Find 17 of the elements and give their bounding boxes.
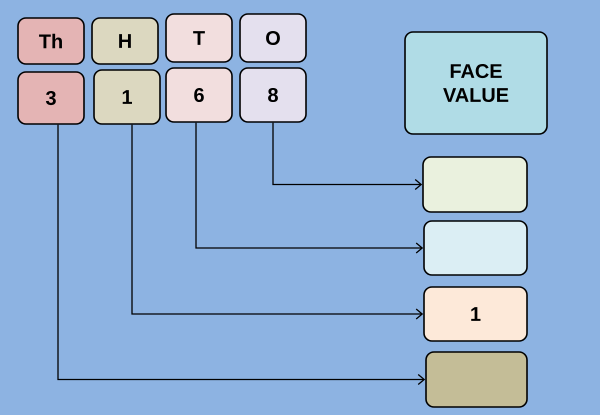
place-header-box: T <box>165 13 233 63</box>
digit-box: 3 <box>17 71 85 125</box>
arrow <box>57 124 426 385</box>
arrow <box>131 124 424 320</box>
place-header-box: O <box>239 13 307 63</box>
heading-box: FACE VALUE <box>404 31 548 135</box>
arrow <box>195 122 424 254</box>
answer-box <box>422 156 528 213</box>
place-header-box: H <box>91 17 159 65</box>
answer-box: 1 <box>423 286 528 342</box>
digit-box: 1 <box>93 69 161 125</box>
answer-box <box>423 220 528 276</box>
answer-box <box>425 351 528 408</box>
digit-box: 8 <box>239 67 307 123</box>
place-header-box: Th <box>17 17 85 65</box>
arrow <box>272 122 422 190</box>
digit-box: 6 <box>165 67 233 123</box>
